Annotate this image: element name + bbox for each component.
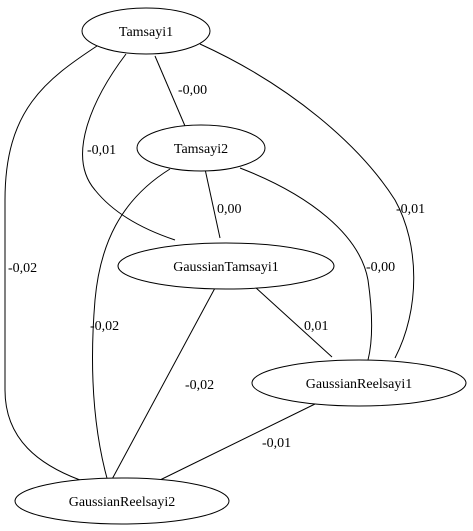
edge-tamsayi1-tamsayi2 xyxy=(154,55,186,127)
edge-label: -0,01 xyxy=(87,143,116,158)
node-label: GaussianReelsayi1 xyxy=(306,377,413,392)
edge-gaussianreelsayi1-gaussianreelsayi2 xyxy=(159,403,316,481)
edge-label: -0,01 xyxy=(262,436,291,451)
edge-labels: -0,00 -0,01 -0,01 -0,02 0,00 -0,00 -0,02… xyxy=(8,83,425,451)
edge-tamsayi2-gaussiantamsayi1 xyxy=(204,168,221,239)
edge-label: -0,02 xyxy=(90,319,119,334)
edge-gaussiantamsayi1-gaussianreelsayi2 xyxy=(109,287,216,484)
edge-label: -0,01 xyxy=(396,202,425,217)
edge-tamsayi1-gaussianreelsayi2 xyxy=(4,43,101,481)
node-label: Tamsayi2 xyxy=(174,142,228,157)
edge-label: -0,00 xyxy=(178,83,207,98)
edge-tamsayi2-gaussianreelsayi2 xyxy=(92,168,171,483)
node-gaussianreelsayi1[interactable]: GaussianReelsayi1 xyxy=(251,359,467,407)
node-gaussianreelsayi2[interactable]: GaussianReelsayi2 xyxy=(14,477,230,525)
node-tamsayi1[interactable]: Tamsayi1 xyxy=(81,7,211,55)
edge-tamsayi1-gaussianreelsayi1 xyxy=(199,43,415,359)
edge-label: -0,00 xyxy=(366,260,395,275)
node-gaussiantamsayi1[interactable]: GaussianTamsayi1 xyxy=(117,242,335,290)
node-label: GaussianTamsayi1 xyxy=(173,260,279,275)
edge-label: 0,00 xyxy=(217,202,242,217)
edge-tamsayi1-gaussiantamsayi1 xyxy=(82,53,176,241)
node-label: GaussianReelsayi2 xyxy=(69,495,176,510)
node-label: Tamsayi1 xyxy=(119,25,173,40)
edge-label: -0,02 xyxy=(8,261,37,276)
node-tamsayi2[interactable]: Tamsayi2 xyxy=(136,124,266,172)
edge-gaussiantamsayi1-gaussianreelsayi1 xyxy=(254,286,333,358)
edge-label: -0,02 xyxy=(185,378,214,393)
edge-label: 0,01 xyxy=(304,319,329,334)
edge-tamsayi2-gaussianreelsayi1 xyxy=(239,167,373,361)
edges xyxy=(4,43,415,484)
